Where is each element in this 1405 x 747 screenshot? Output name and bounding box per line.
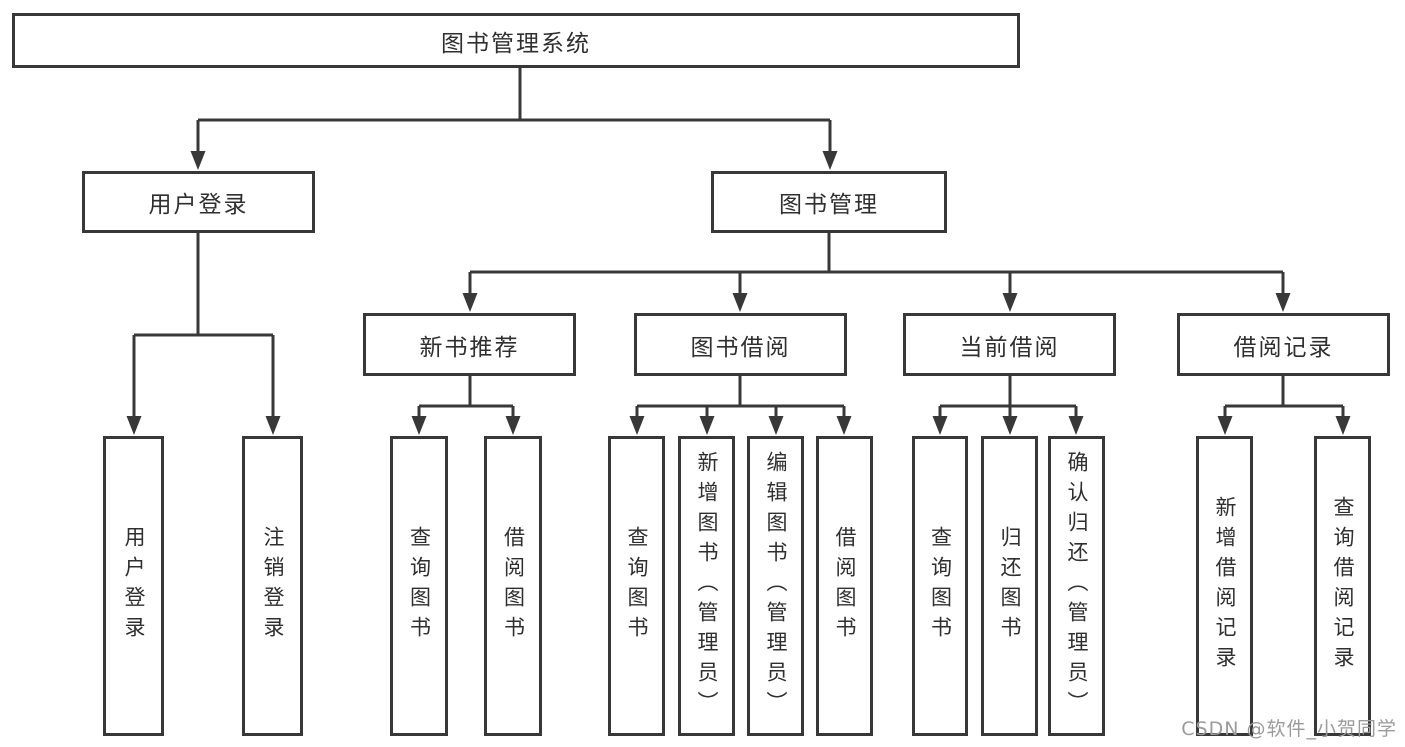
node-confirm-return-admin: 确认归还（管理员）	[1048, 436, 1105, 736]
node-query-books-current: 查询图书	[912, 436, 968, 736]
node-current-borrow: 当前借阅	[903, 313, 1116, 376]
node-user-login-module: 用户登录	[82, 171, 315, 233]
node-borrow-books-action: 借阅图书	[816, 436, 873, 736]
node-query-books-recommend: 查询图书	[390, 436, 448, 736]
node-book-management-module: 图书管理	[711, 171, 947, 233]
node-edit-books-admin: 编辑图书（管理员）	[747, 436, 804, 736]
node-return-books: 归还图书	[981, 436, 1038, 736]
node-add-borrow-record: 新增借阅记录	[1196, 436, 1253, 736]
node-borrow-books-recommend: 借阅图书	[484, 436, 542, 736]
node-add-books-admin: 新增图书（管理员）	[678, 436, 735, 736]
node-query-borrow-record: 查询借阅记录	[1314, 436, 1371, 736]
node-root-system: 图书管理系统	[12, 13, 1020, 68]
node-user-login-action: 用户登录	[103, 436, 164, 736]
node-logout-action: 注销登录	[242, 436, 303, 736]
node-query-books-borrow: 查询图书	[608, 436, 665, 736]
csdn-watermark: CSDN @软件_小贺同学	[1181, 718, 1397, 740]
node-book-borrow: 图书借阅	[634, 313, 847, 376]
node-borrow-records: 借阅记录	[1177, 313, 1390, 376]
node-new-book-recommend: 新书推荐	[363, 313, 576, 376]
